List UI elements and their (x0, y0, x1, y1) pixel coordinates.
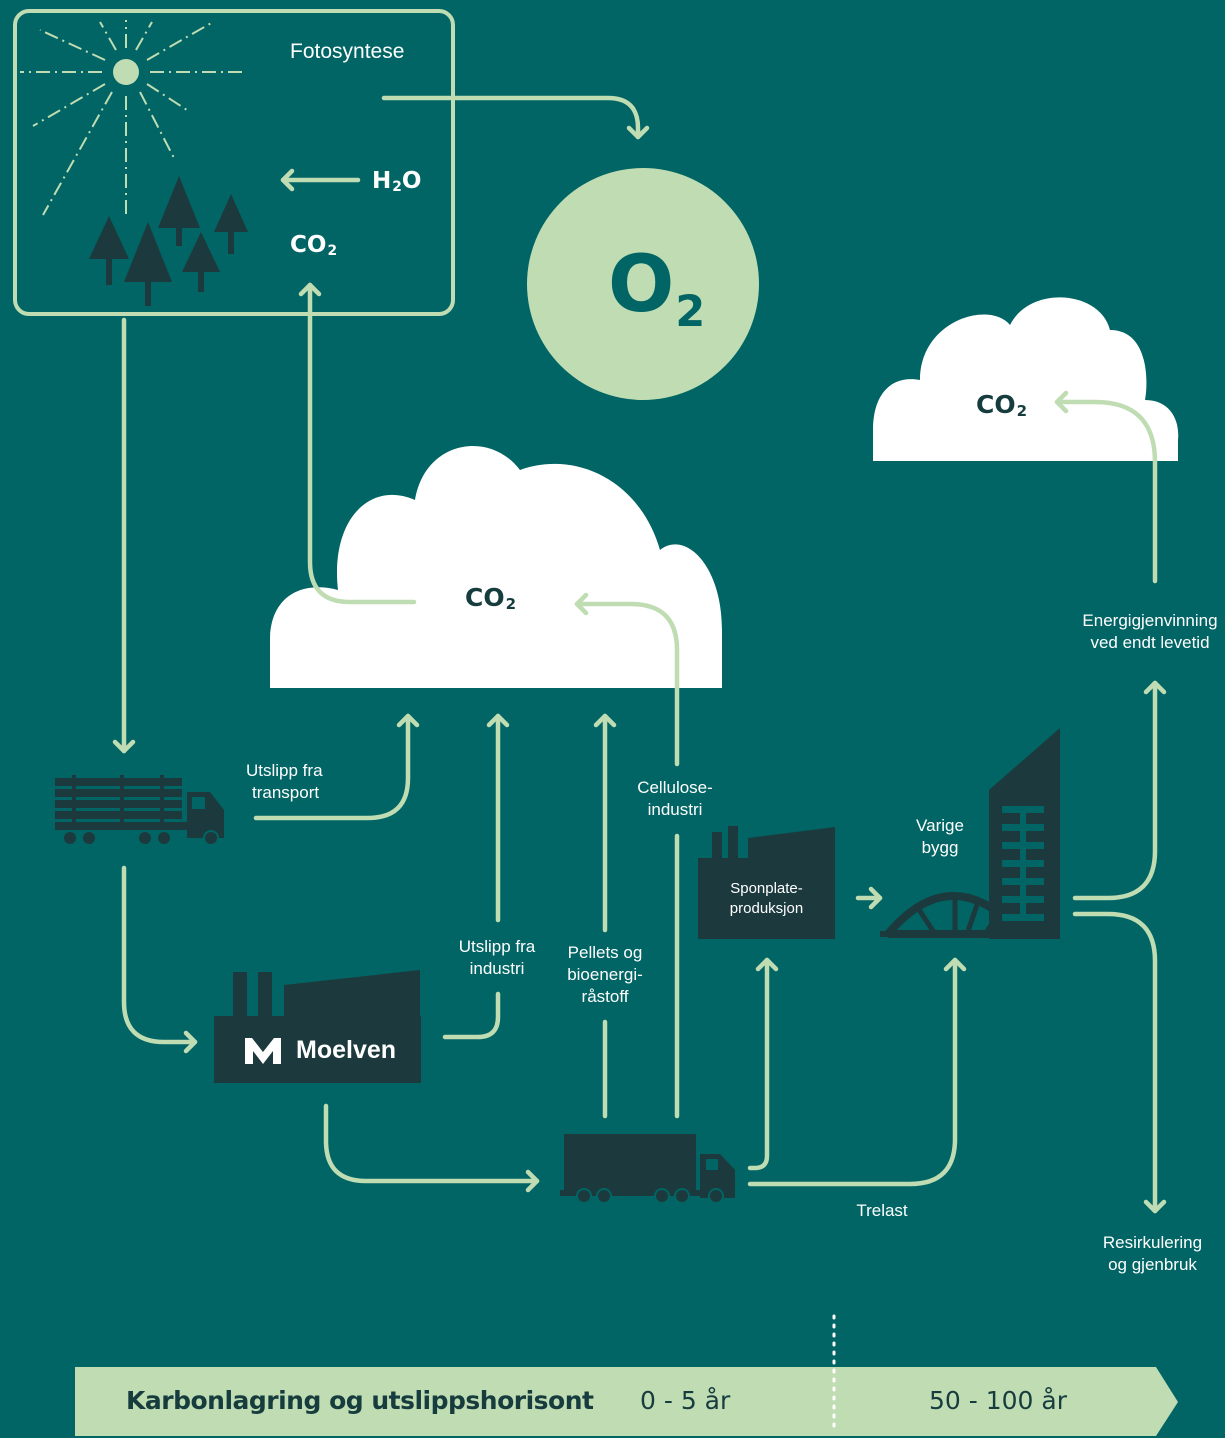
photosynthesis-box (13, 9, 455, 316)
arrow-photosynthesis-to-o2 (381, 95, 650, 140)
arrow-transport-emissions (253, 713, 420, 821)
log-truck-icon (55, 775, 224, 846)
sun-icon (20, 20, 243, 218)
cargo-truck-icon (560, 1134, 735, 1204)
cellulose-label: Cellulose-industri (637, 778, 713, 819)
high-rise-building-icon (989, 728, 1060, 939)
o2-label: O2 (608, 240, 706, 337)
co2-label-main-cloud: CO2 (465, 583, 517, 613)
arrow-truck-to-moelven (121, 865, 198, 1054)
horizon-short-label: 0 - 5 år (640, 1386, 731, 1415)
arrow-timber-to-building (747, 957, 967, 1187)
small-co2-cloud (873, 297, 1179, 461)
arrow-truck-to-chipboard (747, 957, 779, 1171)
chipboard-factory-icon (698, 826, 835, 939)
banner-title: Karbonlagring og utslippshorisont (126, 1386, 594, 1415)
co2-label-small-cloud: CO2 (976, 390, 1028, 420)
timber-label: Trelast (856, 1201, 908, 1220)
h2o-label: H2O (372, 168, 422, 195)
co2-label-photosynthesis: CO2 (290, 232, 338, 259)
o2-circle (527, 168, 759, 400)
horizon-long-label: 50 - 100 år (929, 1386, 1067, 1415)
tree-icon (89, 176, 248, 306)
arrow-cloud-to-photosynthesis (298, 282, 417, 605)
moelven-brand-name: Moelven (296, 1036, 397, 1064)
main-co2-cloud (270, 446, 722, 688)
chipboard-label: Sponplate-produksjon (729, 880, 804, 917)
sawmill-factory-icon (214, 970, 421, 1083)
arrow-industry-emissions (442, 991, 501, 1040)
arrow-building-to-energy (1072, 680, 1167, 901)
moelven-logo-icon (245, 1038, 281, 1064)
horizon-banner (75, 1367, 1178, 1436)
arrow-moelven-to-cargo-truck (323, 1103, 540, 1193)
arrow-cellulose-to-cloud (574, 592, 680, 767)
arrow-energy-to-cloud (1054, 390, 1158, 584)
photosynthesis-title: Fotosyntese (290, 40, 405, 63)
arrow-building-to-recycling (1072, 911, 1167, 1214)
